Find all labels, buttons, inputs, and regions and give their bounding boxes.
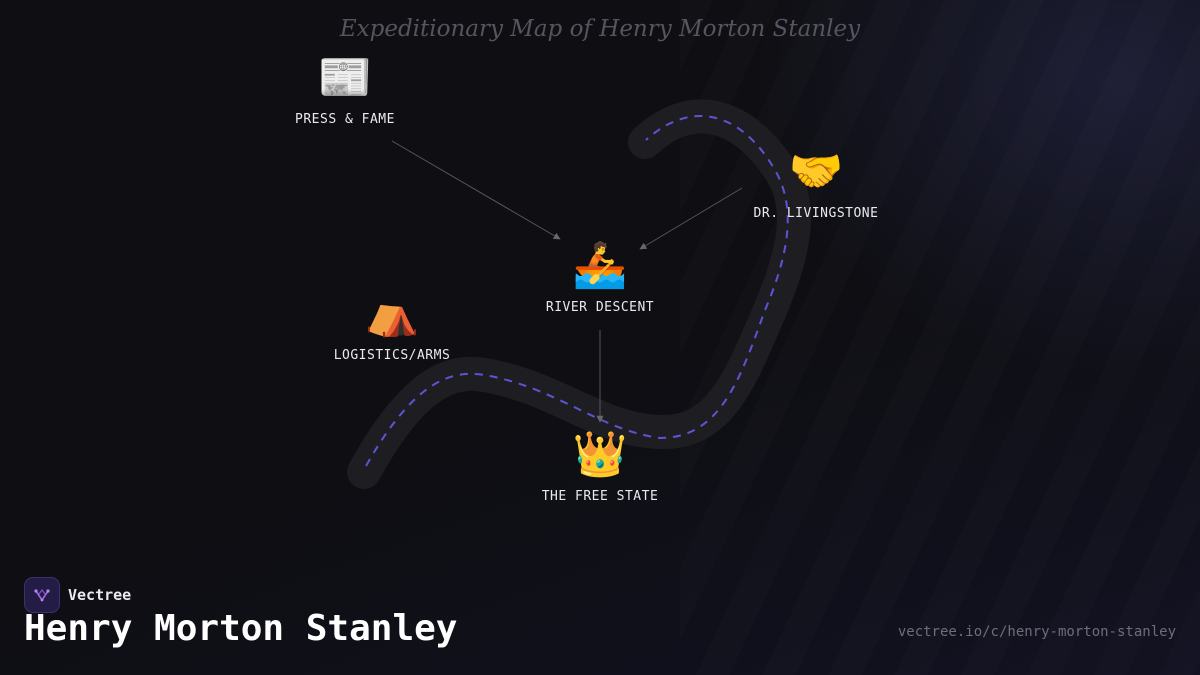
brand[interactable]: Vectree	[24, 577, 131, 613]
node-river-descent[interactable]: 🚣 RIVER DESCENT	[500, 240, 700, 315]
crown-icon: 👑	[572, 429, 628, 480]
node-label: THE FREE STATE	[541, 489, 659, 504]
page-heading: Henry Morton Stanley	[24, 608, 458, 649]
node-press-fame[interactable]: 📰 PRESS & FAME	[245, 52, 445, 127]
node-label: PRESS & FAME	[295, 112, 395, 127]
map-title: Expeditionary Map of Henry Morton Stanle…	[339, 16, 861, 42]
newspaper-icon: 📰	[317, 52, 373, 103]
node-logistics-arms[interactable]: ⛺ LOGISTICS/ARMS	[292, 288, 492, 363]
page-url[interactable]: vectree.io/c/henry-morton-stanley	[897, 624, 1176, 640]
node-dr-livingstone[interactable]: 🤝 DR. LIVINGSTONE	[716, 146, 916, 221]
node-label: LOGISTICS/ARMS	[333, 348, 451, 363]
vectree-logo-icon	[24, 577, 60, 613]
node-the-free-state[interactable]: 👑 THE FREE STATE	[500, 429, 700, 504]
vectree-logo-mark	[34, 589, 50, 602]
handshake-icon: 🤝	[788, 146, 844, 197]
route-dashed-line	[365, 115, 789, 467]
edge-livingstone-to-river	[639, 187, 743, 250]
tent-icon: ⛺	[364, 288, 420, 339]
edge-press-to-river	[391, 140, 561, 240]
rowboat-icon: 🚣	[572, 240, 628, 291]
node-label: DR. LIVINGSTONE	[753, 206, 879, 221]
brand-name: Vectree	[68, 586, 132, 604]
node-label: RIVER DESCENT	[545, 300, 655, 315]
